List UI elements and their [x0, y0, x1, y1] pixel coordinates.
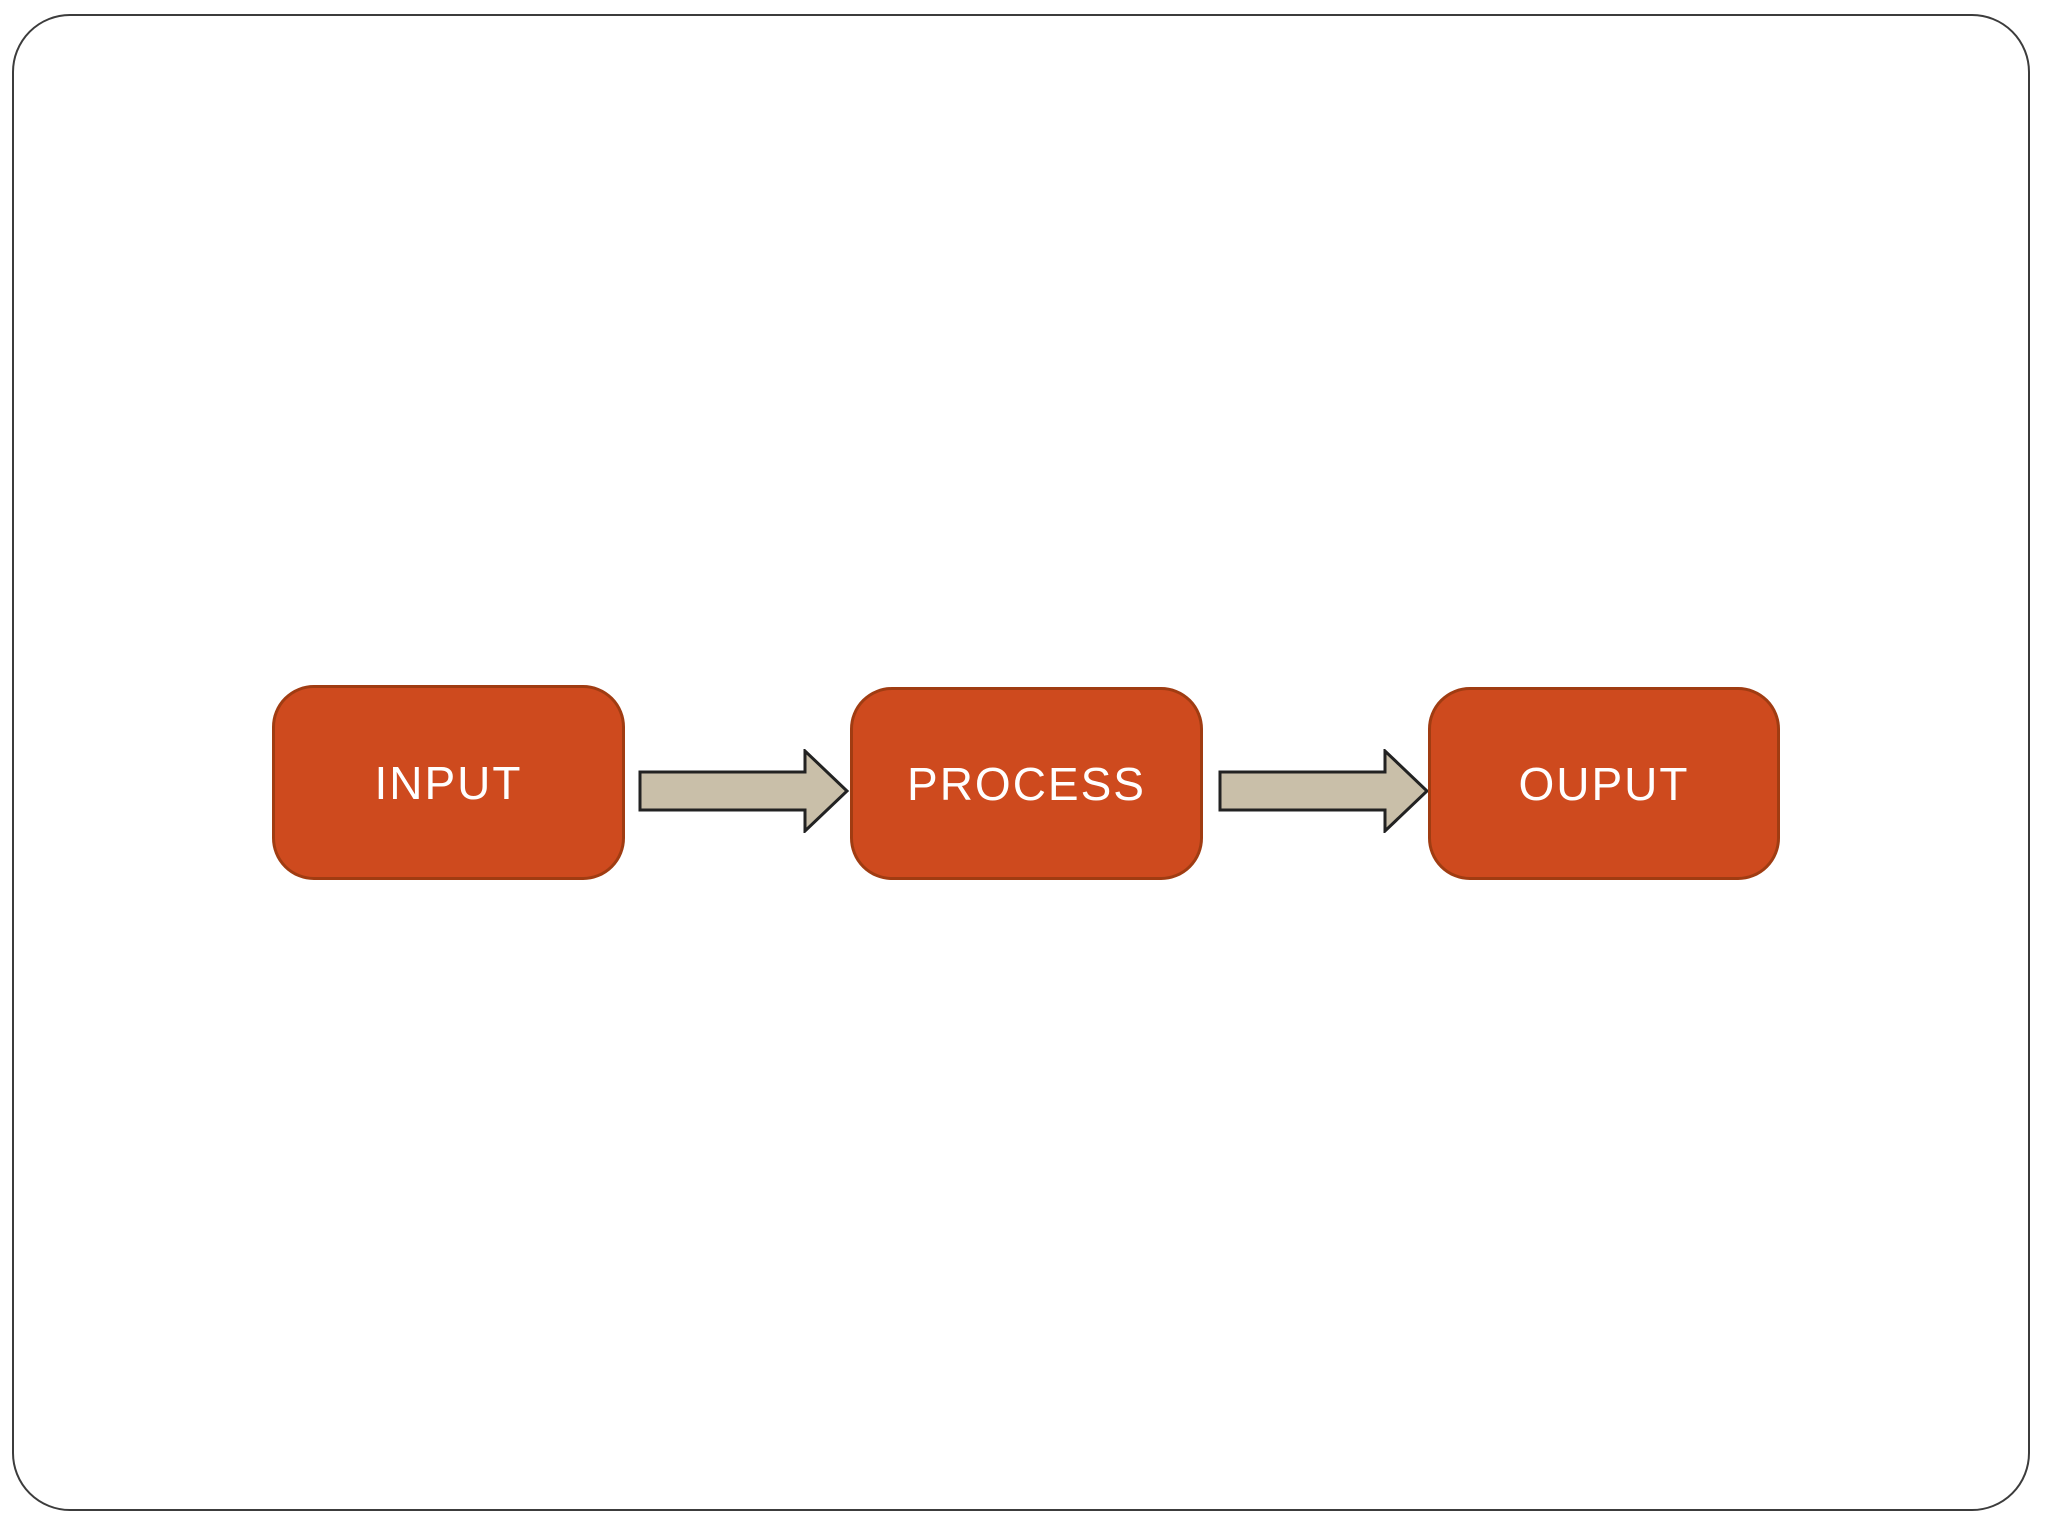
node-process: PROCESS	[850, 687, 1203, 880]
node-process-label: PROCESS	[907, 757, 1146, 810]
right-arrow-icon	[1218, 749, 1430, 833]
node-input-label: INPUT	[374, 756, 523, 809]
node-input: INPUT	[272, 685, 625, 880]
right-arrow-shape	[638, 749, 850, 833]
right-arrow-icon	[638, 749, 850, 833]
node-ouput: OUPUT	[1428, 687, 1780, 880]
node-ouput-label: OUPUT	[1518, 757, 1690, 810]
slide-frame	[12, 14, 2030, 1511]
right-arrow-shape	[1218, 749, 1430, 833]
